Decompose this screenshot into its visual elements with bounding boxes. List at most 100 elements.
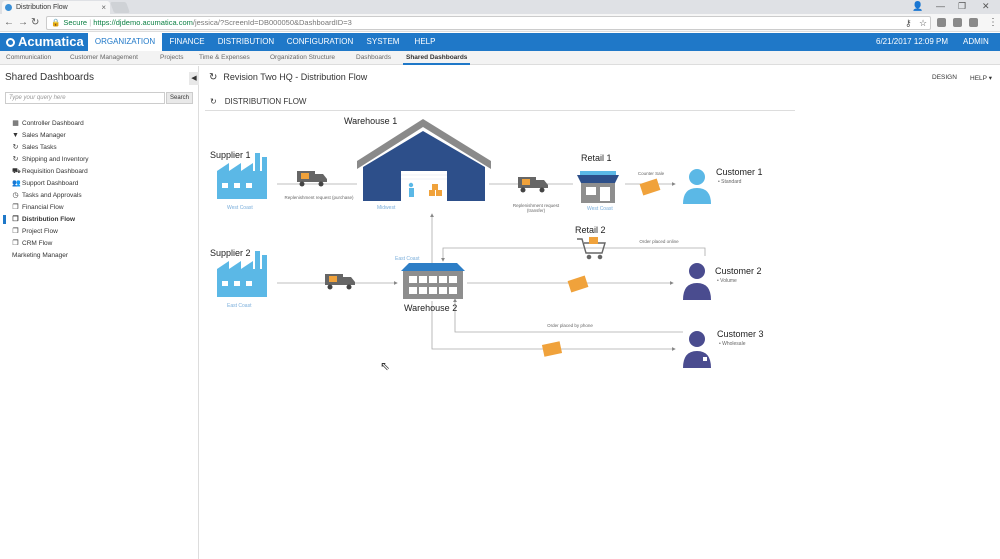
distribution-flow-diagram: Supplier 1 West Coast Supplier 2 East Co… <box>205 111 805 401</box>
window-icon: ❐ <box>12 216 19 223</box>
logo-text: Acumatica <box>18 34 84 49</box>
search-button[interactable]: Search <box>166 92 193 104</box>
customer2-label: Customer 2 <box>715 266 762 276</box>
profile-icon[interactable]: 👤 <box>912 1 924 11</box>
clock-icon: ◷ <box>12 192 19 199</box>
url-path: /jessica/?ScreenId=DB000050&DashboardID=… <box>192 18 352 27</box>
sidebar-item-distribution-flow[interactable]: ❐Distribution Flow <box>12 214 75 226</box>
browser-tab[interactable]: Distribution Flow × <box>2 1 110 14</box>
nav-finance[interactable]: FINANCE <box>169 37 205 46</box>
sidebar-title: Shared Dashboards <box>5 72 94 83</box>
sidebar-item-label: Tasks and Approvals <box>22 192 82 199</box>
subnav-communication[interactable]: Communication <box>6 54 52 61</box>
retail2-label: Retail 2 <box>575 225 606 235</box>
sidebar-item-sales-manager[interactable]: ▼Sales Manager <box>12 130 66 142</box>
customer1-label: Customer 1 <box>716 167 763 177</box>
sidebar-item-controller-dashboard[interactable]: ▦Controller Dashboard <box>12 118 84 130</box>
sidebar-item-label: Sales Tasks <box>22 144 57 151</box>
forward-icon[interactable]: → <box>18 17 28 28</box>
subnav-organization-structure[interactable]: Organization Structure <box>270 54 336 61</box>
extension-icon[interactable] <box>969 18 978 27</box>
user-menu[interactable]: ADMIN <box>963 37 989 46</box>
retail1-region: West Coast <box>587 206 613 212</box>
customer3-person-icon <box>683 331 711 368</box>
date-time: 6/21/2017 12:09 PM <box>876 37 949 46</box>
window-icon: ❐ <box>12 240 19 247</box>
supplier2-label: Supplier 2 <box>210 248 251 258</box>
refresh-icon[interactable]: ↻ <box>210 97 217 106</box>
sidebar-item-label: CRM Flow <box>22 240 53 247</box>
widget-title-text: DISTRIBUTION FLOW <box>224 97 307 106</box>
sidebar-item-label: Controller Dashboard <box>22 120 84 127</box>
retail1-label: Retail 1 <box>581 153 612 163</box>
sidebar-item-support-dashboard[interactable]: 👥Support Dashboard <box>12 178 78 190</box>
bookmark-star-icon[interactable]: ☆ <box>919 18 928 28</box>
sidebar-item-financial-flow[interactable]: ❐Financial Flow <box>12 202 63 214</box>
window-icon: ❐ <box>12 228 19 235</box>
close-tab-icon[interactable]: × <box>101 3 106 12</box>
back-icon[interactable]: ← <box>4 17 14 28</box>
customer1-person-icon <box>683 169 711 204</box>
customer2-person-icon <box>683 263 711 300</box>
refresh-icon[interactable]: ↻ <box>209 72 218 83</box>
nav-help[interactable]: HELP <box>414 37 436 46</box>
maximize-icon[interactable]: ❐ <box>958 1 967 11</box>
key-icon[interactable]: ⚷ <box>905 18 912 28</box>
url-field[interactable]: 🔒Secure | https://djdemo.acumatica.com/j… <box>46 16 931 30</box>
sidebar-item-project-flow[interactable]: ❐Project Flow <box>12 226 57 238</box>
menu-kebab-icon[interactable]: ⋮ <box>988 17 998 28</box>
sidebar-item-label: Support Dashboard <box>22 180 79 187</box>
customer3-label: Customer 3 <box>717 329 764 339</box>
extension-icon[interactable] <box>937 18 946 27</box>
sidebar-item-label: Requisition Dashboard <box>22 168 88 175</box>
supplier1-label: Supplier 1 <box>210 150 251 160</box>
refresh-icon: ↻ <box>12 144 19 151</box>
sidebar-item-requisition-dashboard[interactable]: ⛟Requisition Dashboard <box>12 166 88 178</box>
url-host: https://djdemo.acumatica.com <box>93 18 193 27</box>
warehouse1-label: Warehouse 1 <box>344 116 398 126</box>
subnav-time-expenses[interactable]: Time & Expenses <box>199 54 250 61</box>
sidebar-item-crm-flow[interactable]: ❐CRM Flow <box>12 238 52 250</box>
new-tab-button[interactable] <box>109 2 131 13</box>
sidebar-item-marketing-manager[interactable]: Marketing Manager <box>12 250 68 262</box>
flow-diagram-svg <box>217 119 711 368</box>
sidebar-item-tasks-approvals[interactable]: ◷Tasks and Approvals <box>12 190 82 202</box>
flow-label-line2: (transfer) <box>526 208 546 213</box>
nav-distribution[interactable]: DISTRIBUTION <box>217 37 275 46</box>
subnav-shared-dashboards[interactable]: Shared Dashboards <box>403 51 471 65</box>
minimize-icon[interactable]: — <box>936 1 945 11</box>
browser-tab-strip: Distribution Flow × 👤 — ❐ ✕ <box>0 0 1000 14</box>
sidebar-item-sales-tasks[interactable]: ↻Sales Tasks <box>12 142 57 154</box>
reload-icon[interactable]: ↻ <box>31 17 40 28</box>
retail2-cart-icon <box>577 238 606 260</box>
widget-title: ↻ DISTRIBUTION FLOW <box>210 97 306 106</box>
truck-icon <box>518 177 548 193</box>
extension-icon[interactable] <box>953 18 962 27</box>
acumatica-logo[interactable]: Acumatica <box>6 34 84 50</box>
nav-system[interactable]: SYSTEM <box>366 37 400 46</box>
sub-navigation: Communication Customer Management Projec… <box>0 51 1000 65</box>
users-icon: 👥 <box>12 180 21 187</box>
nav-organization[interactable]: ORGANIZATION <box>88 33 162 51</box>
sidebar-item-shipping-inventory[interactable]: ↻Shipping and Inventory <box>12 154 89 166</box>
subnav-projects[interactable]: Projects <box>160 54 184 61</box>
subnav-customer-management[interactable]: Customer Management <box>70 54 138 61</box>
warehouse2-region: East Coast <box>395 256 420 262</box>
window-close-icon[interactable]: ✕ <box>982 1 990 11</box>
truck-icon <box>297 171 327 187</box>
warehouse1-icon <box>357 119 491 201</box>
design-button[interactable]: DESIGN <box>932 74 957 81</box>
line-warehouse2-customer3 <box>431 301 676 351</box>
subnav-dashboards[interactable]: Dashboards <box>356 54 392 61</box>
flow-label-counter-sale: Counter Sale <box>637 171 665 176</box>
search-input[interactable]: Type your query here <box>5 92 165 104</box>
sidebar: Shared Dashboards ◀ Type your query here… <box>0 66 199 559</box>
help-button[interactable]: HELP ▾ <box>970 74 992 82</box>
breadcrumb: ↻Revision Two HQ - Distribution Flow <box>209 72 367 83</box>
sidebar-item-label: Sales Manager <box>22 132 66 139</box>
favicon-icon <box>5 4 12 11</box>
active-indicator <box>3 215 6 224</box>
nav-configuration[interactable]: CONFIGURATION <box>286 37 354 46</box>
secure-label: Secure <box>63 18 88 27</box>
collapse-sidebar-button[interactable]: ◀ <box>189 72 199 85</box>
